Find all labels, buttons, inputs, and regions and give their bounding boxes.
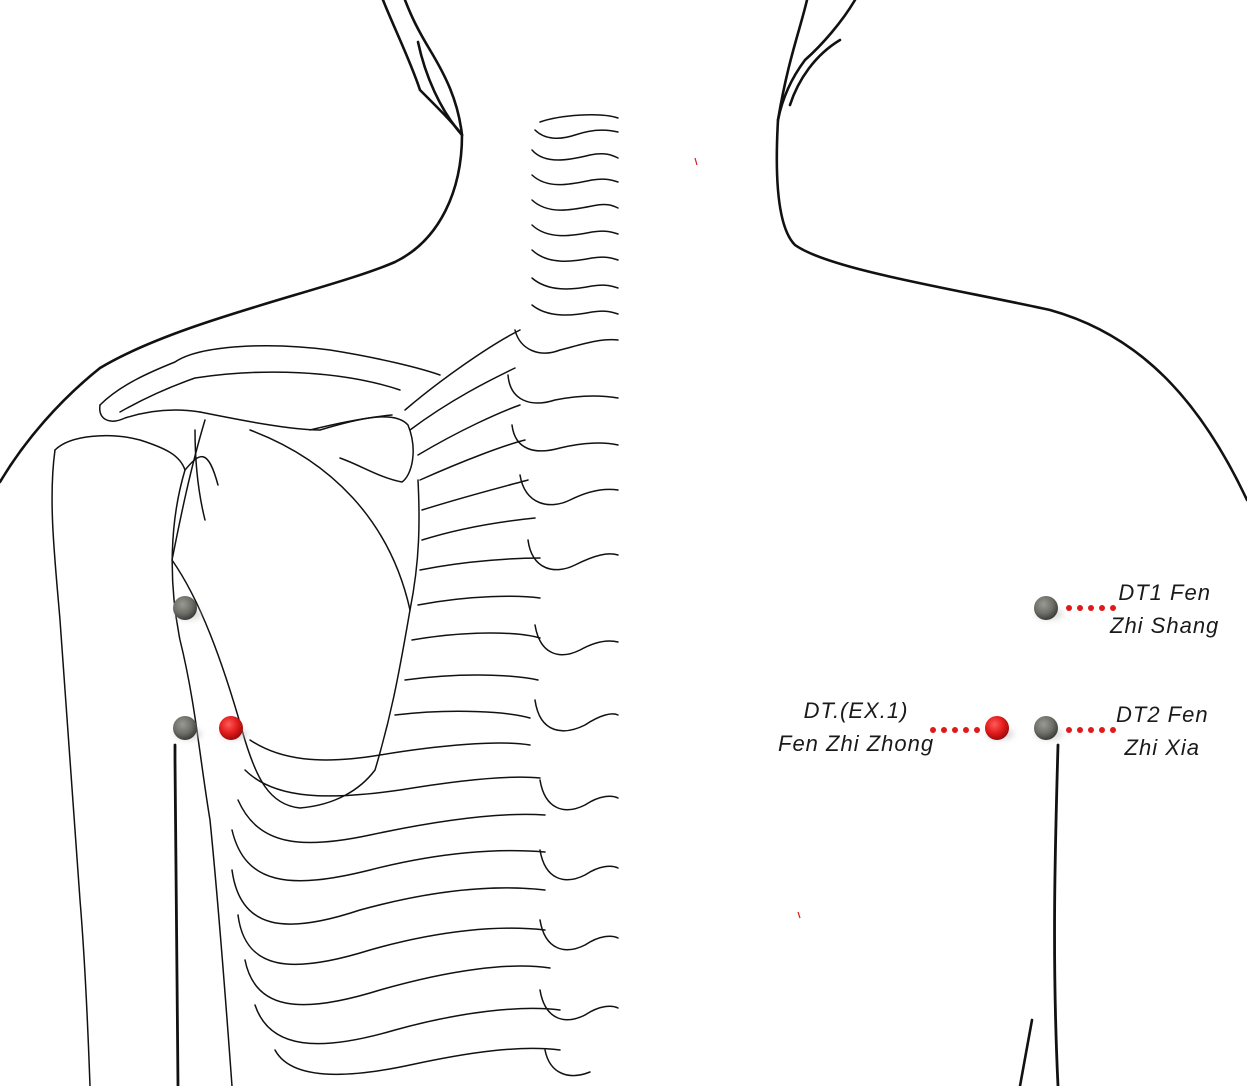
- red-point-marker: [219, 716, 243, 740]
- label-line: Zhi Shang: [1110, 613, 1220, 638]
- point-label-dt-ex1: DT.(EX.1) Fen Zhi Zhong: [778, 694, 934, 760]
- red-point-marker: [985, 716, 1009, 740]
- leader-lines: [930, 605, 1116, 733]
- point-label-dt1: DT1 Fen Zhi Shang: [1110, 576, 1219, 642]
- gray-point-marker: [1034, 716, 1058, 740]
- label-line: Zhi Xia: [1124, 735, 1201, 760]
- point-label-dt2: DT2 Fen Zhi Xia: [1116, 698, 1209, 764]
- gray-point-marker: [173, 596, 197, 620]
- gray-point-marker: [173, 716, 197, 740]
- label-line: DT2 Fen: [1116, 702, 1209, 727]
- point-markers: [173, 596, 1063, 740]
- stray-mark: [797, 911, 801, 919]
- label-line: DT.(EX.1): [803, 698, 909, 723]
- stray-mark: [694, 157, 698, 166]
- label-line: Fen Zhi Zhong: [778, 731, 935, 756]
- gray-point-marker: [1034, 596, 1058, 620]
- skeleton: [51, 114, 619, 1086]
- label-line: DT1 Fen: [1118, 580, 1211, 605]
- spine: [507, 114, 619, 1077]
